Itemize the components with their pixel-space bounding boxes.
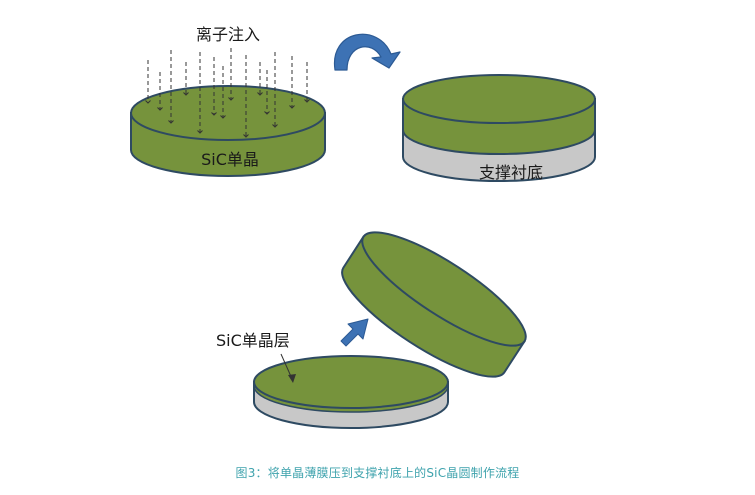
sic-layer-label: SiC单晶层 [216,331,290,350]
support-substrate-label: 支撑衬底 [479,163,543,182]
lift-arrow [340,318,369,347]
bonded-green-disk [402,74,596,155]
tilted-crystal-disk [341,231,527,378]
figure-caption: 图3：将单晶薄膜压到支撑衬底上的SiC晶圆制作流程 [235,466,520,480]
ion-implant-label: 离子注入 [196,25,260,44]
result-wafer [253,355,449,429]
flip-arrow [333,33,401,71]
ion-implant-arrows [145,48,310,138]
sic-layer-pointer [280,353,296,383]
sic-crystal-label: SiC单晶 [201,150,259,169]
